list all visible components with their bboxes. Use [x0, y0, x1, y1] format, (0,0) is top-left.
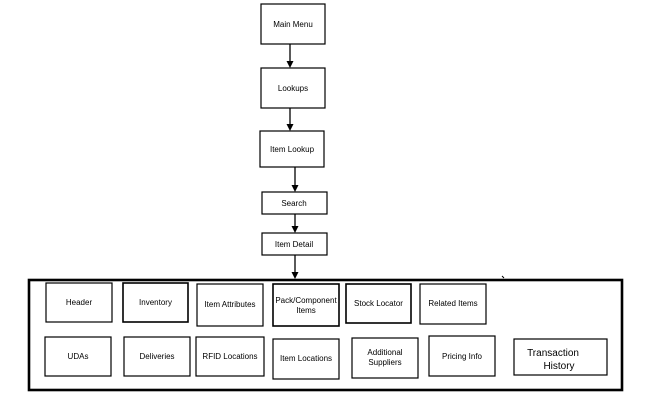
section-box-pricing-info — [428, 335, 496, 377]
section-box-stock-locator — [345, 283, 412, 324]
flow-label-lookups: Lookups — [278, 84, 308, 93]
flow-box-item-lookup — [259, 130, 325, 168]
section-label-transaction-history-line1: Transaction — [527, 348, 579, 359]
arrow-lookups-to-item-lookup — [286, 108, 294, 131]
section-box-rfid-locations — [195, 336, 265, 377]
section-deliveries: Deliveries — [123, 336, 191, 377]
section-label-related-items: Related Items — [428, 299, 477, 308]
section-additional-suppliers: Additional Suppliers — [351, 337, 419, 379]
section-label-pricing-info: Pricing Info — [442, 352, 483, 361]
item-detail-sections-container — [27, 278, 624, 392]
flow-node-search: Search — [261, 191, 328, 215]
section-header: Header — [45, 282, 113, 323]
flow-box-lookups — [260, 67, 326, 109]
section-box-header — [45, 282, 113, 323]
arrow-item-detail-to-sections — [291, 255, 299, 279]
section-item-locations: Item Locations — [272, 338, 340, 380]
flow-label-search: Search — [281, 199, 306, 208]
flow-node-item-lookup: Item Lookup — [259, 130, 325, 168]
section-label-transaction-history-line2: History — [543, 361, 574, 372]
section-box-transaction-history — [513, 338, 608, 376]
section-box-deliveries — [123, 336, 191, 377]
flow-label-main-menu: Main Menu — [273, 20, 313, 29]
section-label-header: Header — [66, 298, 93, 307]
arrow-item-lookup-to-search — [291, 167, 299, 192]
section-label-stock-locator: Stock Locator — [354, 299, 403, 308]
section-udas: UDAs — [44, 336, 112, 377]
section-pricing-info: Pricing Info — [428, 335, 496, 377]
arrow-main-menu-to-lookups — [286, 44, 294, 68]
section-inventory: Inventory — [122, 282, 189, 323]
section-box-related-items — [419, 283, 487, 325]
flow-label-item-detail: Item Detail — [275, 240, 313, 249]
section-box-additional-suppliers — [351, 337, 419, 379]
section-label-pack-component-items-line2: Items — [296, 306, 316, 315]
section-rfid-locations: RFID Locations — [195, 336, 265, 377]
section-pack-component-items: Pack/Component Items — [272, 283, 340, 327]
section-label-pack-component-items-line1: Pack/Component — [275, 296, 337, 305]
stray-mark — [501, 275, 505, 279]
flow-node-item-detail: Item Detail — [261, 232, 328, 256]
flow-node-lookups: Lookups — [260, 67, 326, 109]
section-box-udas — [44, 336, 112, 377]
section-box-item-attributes — [196, 283, 264, 327]
section-related-items: Related Items — [419, 283, 487, 325]
flow-label-item-lookup: Item Lookup — [270, 145, 315, 154]
section-stock-locator: Stock Locator — [345, 283, 412, 324]
section-box-pack-component-items — [272, 283, 340, 327]
section-label-additional-suppliers-line2: Suppliers — [368, 358, 401, 367]
section-label-rfid-locations: RFID Locations — [202, 352, 257, 361]
section-transaction-history: Transaction History — [513, 338, 608, 376]
section-box-item-locations — [272, 338, 340, 380]
section-label-inventory: Inventory — [139, 298, 172, 307]
section-label-item-attributes: Item Attributes — [204, 300, 255, 309]
section-box-inventory — [122, 282, 189, 323]
section-label-udas: UDAs — [68, 352, 89, 361]
section-item-attributes: Item Attributes — [196, 283, 264, 327]
flow-node-main-menu: Main Menu — [260, 3, 326, 45]
flow-box-main-menu — [260, 3, 326, 45]
arrow-search-to-item-detail — [291, 214, 299, 233]
section-label-deliveries: Deliveries — [139, 352, 174, 361]
section-label-item-locations: Item Locations — [280, 354, 332, 363]
section-label-additional-suppliers-line1: Additional — [367, 348, 402, 357]
